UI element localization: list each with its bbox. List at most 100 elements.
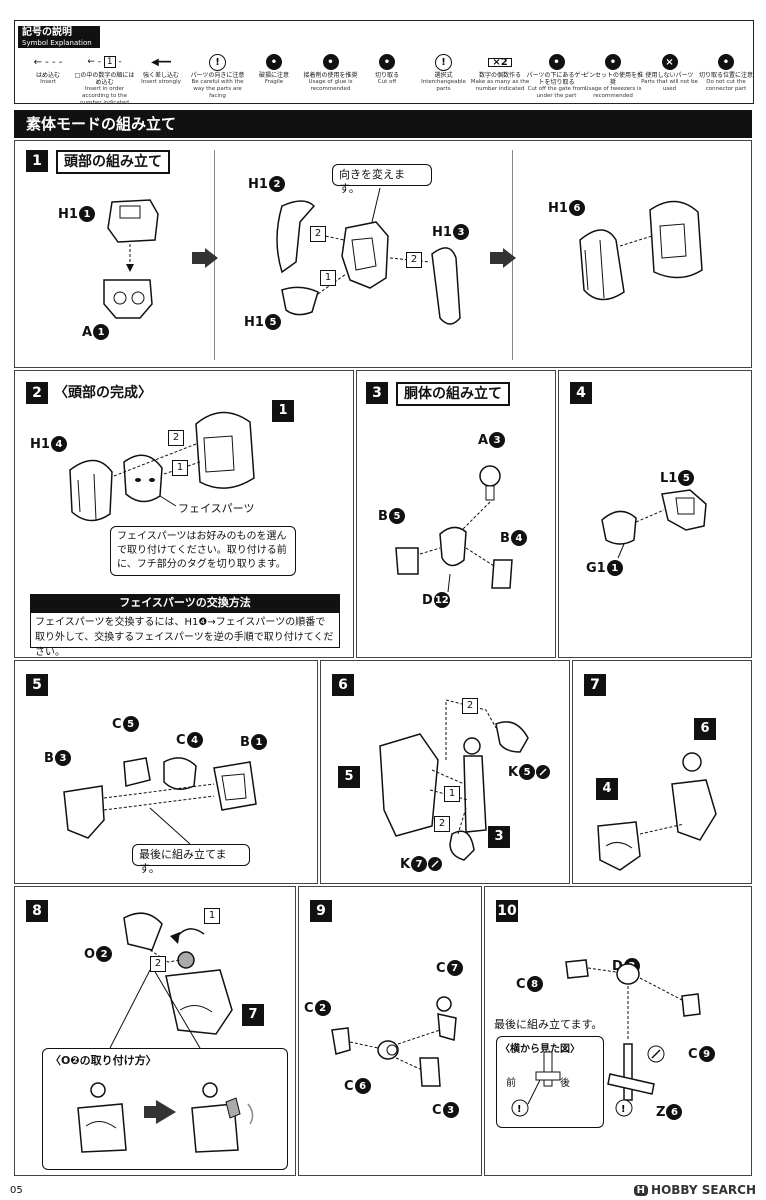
legend-title: 記号の説明 Symbol Explanation: [18, 26, 100, 48]
interchangeable-icon: !: [414, 52, 474, 72]
order-number: 2: [150, 956, 166, 972]
step-number: 6: [332, 674, 354, 696]
step-number: 3: [366, 382, 388, 404]
svg-text:!: !: [517, 1104, 522, 1115]
divider: [512, 150, 513, 360]
order-number: 2: [310, 226, 326, 242]
step-reference: 7: [242, 1004, 264, 1026]
divider: [214, 150, 215, 360]
scissors-icon: •: [357, 52, 417, 72]
step-title: 頭部の組み立て: [56, 150, 170, 174]
strong-insert-icon: ◀━━: [151, 56, 171, 68]
back-label: 後: [560, 1078, 570, 1089]
order-number: 2: [168, 430, 184, 446]
order-number: 1: [444, 786, 460, 802]
step-reference: 3: [488, 826, 510, 848]
cut-gate-icon: •: [527, 52, 587, 72]
step-number: 4: [570, 382, 592, 404]
side-view-title: 〈横から見た図〉: [500, 1044, 580, 1055]
order-number: 1: [204, 908, 220, 924]
step-number: 8: [26, 900, 48, 922]
attach-guide-box: [42, 1048, 288, 1170]
step-number: 5: [26, 674, 48, 696]
face-part-label: フェイスパーツ: [178, 502, 255, 515]
watermark: H HOBBY SEARCH: [633, 1183, 756, 1197]
side-view-box: [496, 1036, 604, 1128]
face-swap-text: フェイスパーツを交換するには、H1❹→フェイスパーツの順番で取り外して、交換する…: [30, 612, 340, 658]
step-reference: 4: [596, 778, 618, 800]
step-title: 〈頭部の完成〉: [54, 382, 152, 402]
step-number: 9: [310, 900, 332, 922]
tweezers-icon: •: [583, 52, 643, 72]
face-part-note: フェイスパーツはお好みのものを選んで取り付けてください。取り付ける前に、フチ部分…: [110, 526, 296, 576]
insert-arrow-icon: ← - - -: [33, 56, 63, 68]
cut-gate-icon: [428, 857, 443, 871]
step-reference: 6: [694, 718, 716, 740]
step-number: 7: [584, 674, 606, 696]
cut-caution-icon: •: [696, 52, 756, 72]
order-number: 2: [406, 252, 422, 268]
cut-gate-icon: [536, 765, 551, 779]
unused-icon: ×: [640, 52, 700, 72]
step-title: 胴体の組み立て: [396, 382, 510, 406]
fragile-icon: •: [244, 52, 304, 72]
front-label: 前: [506, 1078, 516, 1089]
step-reference: 1: [272, 400, 294, 422]
step-reference: 5: [338, 766, 360, 788]
order-number: 1: [320, 270, 336, 286]
step-number: 1: [26, 150, 48, 172]
glue-icon: •: [301, 52, 361, 72]
caution-icon: !: [188, 52, 248, 72]
order-number: 1: [172, 460, 188, 476]
order-number: 2: [434, 816, 450, 832]
numbered-insert-icon: ← - 1 -: [87, 55, 122, 68]
page-number: 05: [10, 1185, 23, 1196]
attach-guide-title: 〈O❷の取り付け方〉: [50, 1054, 157, 1067]
order-number: 2: [462, 698, 478, 714]
step-number: 10: [496, 900, 518, 922]
svg-text:!: !: [621, 1104, 626, 1115]
section-title: 素体モードの組み立て: [14, 110, 752, 138]
assemble-last-note: 最後に組み立てます。: [132, 844, 250, 875]
